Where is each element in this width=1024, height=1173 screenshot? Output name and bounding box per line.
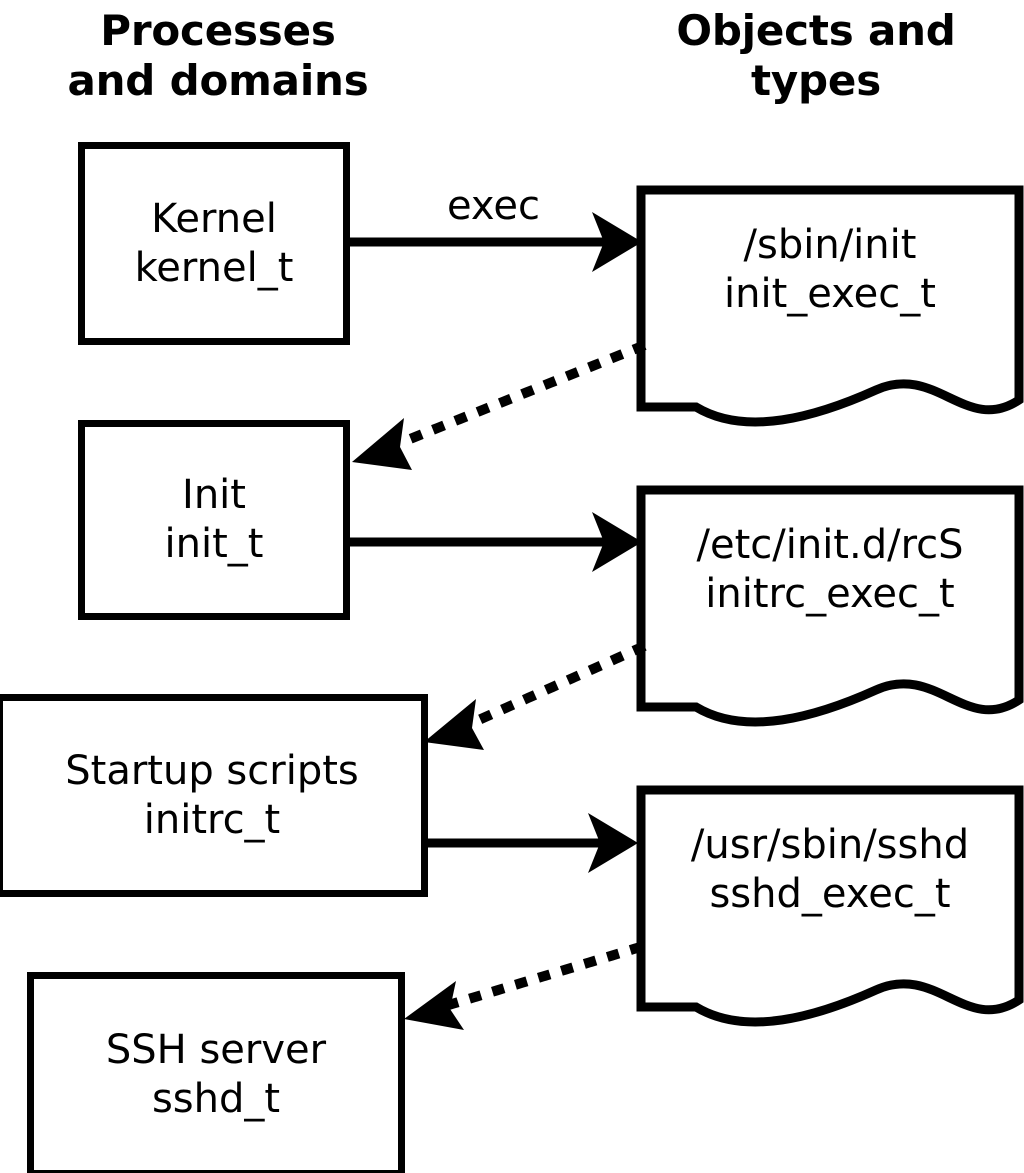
object-node-init-exec[interactable]: /sbin/init init_exec_t xyxy=(636,185,1024,440)
column-header-processes: Processes and domains xyxy=(18,6,418,105)
process-node-init[interactable]: Init init_t xyxy=(78,420,350,620)
edge-transition-sshd xyxy=(404,941,644,1030)
object-node-initrc-exec[interactable]: /etc/init.d/rcS initrc_exec_t xyxy=(636,485,1024,740)
object-node-sshd-exec[interactable]: /usr/sbin/sshd sshd_exec_t xyxy=(636,785,1024,1040)
process-node-init-title: Init xyxy=(182,472,246,519)
process-node-kernel-type: kernel_t xyxy=(134,244,294,291)
process-node-sshd-title: SSH server xyxy=(105,1026,327,1073)
document-shape-icon xyxy=(636,185,1024,427)
edge-exec-initrc-sshd xyxy=(426,813,638,873)
edge-exec-init-initrc xyxy=(348,512,642,572)
process-node-initrc-title: Startup scripts xyxy=(65,747,359,794)
column-header-objects-line2: types xyxy=(750,55,881,105)
process-node-sshd[interactable]: SSH server sshd_t xyxy=(27,972,405,1173)
column-header-processes-line2: and domains xyxy=(67,55,369,105)
process-node-kernel-title: Kernel xyxy=(151,195,277,242)
column-header-objects: Objects and types xyxy=(616,6,1016,105)
process-node-initrc-type: initrc_t xyxy=(143,796,281,843)
process-node-initrc[interactable]: Startup scripts initrc_t xyxy=(0,694,428,897)
edge-transition-initrc xyxy=(424,641,647,750)
process-node-init-type: init_t xyxy=(164,521,264,567)
edge-label-exec: exec xyxy=(447,183,540,229)
process-node-sshd-type: sshd_t xyxy=(151,1075,281,1122)
document-shape-icon xyxy=(636,485,1024,727)
process-node-kernel[interactable]: Kernel kernel_t xyxy=(78,142,350,345)
column-header-objects-line1: Objects and xyxy=(676,6,956,55)
edge-transition-init xyxy=(352,340,647,470)
document-shape-icon xyxy=(636,785,1024,1027)
column-header-processes-line1: Processes xyxy=(100,6,336,55)
